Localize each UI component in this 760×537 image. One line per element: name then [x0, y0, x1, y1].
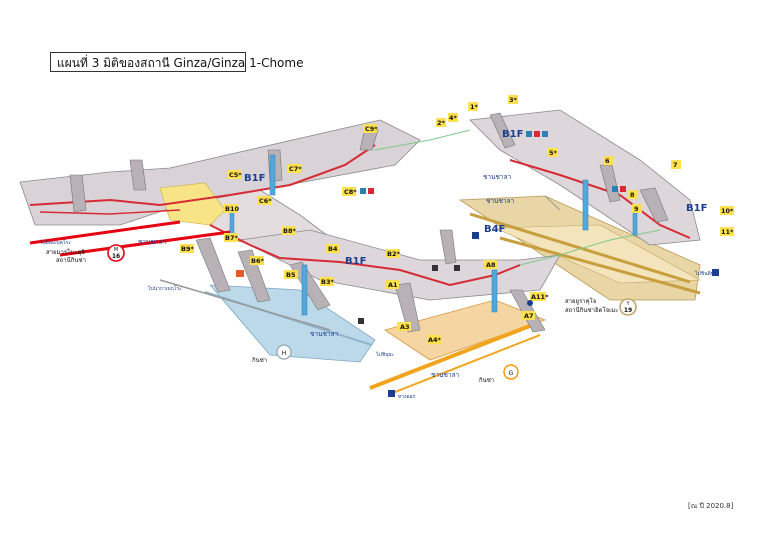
toilet-icon: [620, 186, 626, 192]
platform-yurakucho-2: ชานชาลา: [486, 197, 515, 205]
elevator-icon: [454, 265, 460, 271]
direction-ikebukuro: ไปอิเคะบุคุโระ: [39, 239, 71, 246]
elevators: [229, 154, 638, 316]
exit-c6: C6*: [259, 197, 272, 205]
exit-4: 4*: [449, 114, 458, 122]
line-badge-h09: H: [276, 344, 292, 360]
shop-icon: [236, 270, 244, 277]
ginza-line-level: [369, 299, 547, 395]
exit-a4: A4*: [428, 336, 442, 344]
phone-icon: [432, 265, 438, 271]
line-badge-y19: Y 19: [619, 298, 637, 316]
floor-b1f-right: B1F: [686, 203, 707, 214]
line-badge-g09: G: [503, 364, 519, 380]
exit-b3: B3*: [321, 278, 334, 286]
exit-5: 5*: [549, 149, 558, 157]
hibiya-station-name: กินซ่า: [252, 357, 268, 364]
line-names: สายยูราคุโจ สถานีกินซ่าอิตโจเมะ สายมารุโ…: [46, 248, 618, 384]
exit-c8: C8*: [344, 188, 357, 196]
exit-labels: C9* C8* C7* C6* C5* B10 B9* B8* B7* B6* …: [180, 95, 734, 344]
floor-b4f: B4F: [484, 224, 505, 235]
exit-1: 1*: [470, 103, 479, 111]
direction-shinkiba: ไปชินคิบะ: [694, 270, 717, 277]
direction-labels: ไปอิเคะบุคุโระ ไปนากาเมกุโระ ไปชิบุยะ ไป…: [39, 239, 717, 400]
exit-7: 7: [673, 161, 678, 169]
exit-2: 2*: [437, 119, 446, 127]
floor-b1f-center: B1F: [345, 256, 366, 267]
platform-labels: ชานชาลา ชานชาลา ชานชาลา ชานชาลา ชานชาลา: [138, 173, 515, 379]
platform-yurakucho: ชานชาลา: [483, 173, 512, 181]
exit-10: 10*: [721, 207, 734, 215]
exit-b10: B10: [225, 205, 239, 213]
gate-label: ทางออก: [398, 394, 416, 400]
svg-text:Y: Y: [625, 301, 630, 307]
ginza-station-name: กินซ่า: [479, 377, 495, 384]
direction-markers: [388, 232, 719, 397]
toilet-icon: [360, 188, 366, 194]
exit-c9: C9*: [365, 125, 378, 133]
map-footnote: [ณ ปี 2020.8]: [688, 502, 734, 510]
exit-b6: B6*: [251, 257, 264, 265]
exit-b2: B2*: [387, 250, 400, 258]
svg-text:19: 19: [624, 307, 632, 314]
exit-b5: B5: [286, 271, 296, 279]
b1f-concourse: [19, 109, 701, 301]
line-badge-m16: M 16: [107, 244, 125, 262]
exit-a11: A11*: [531, 293, 549, 301]
exit-c7: C7*: [289, 165, 302, 173]
exit-3: 3*: [509, 96, 518, 104]
yurakucho-platform-level: [458, 195, 702, 301]
exit-b4: B4: [328, 245, 338, 253]
floor-b1f-top: B1F: [502, 129, 523, 140]
svg-text:G: G: [509, 370, 514, 377]
exit-a1: A1: [388, 281, 398, 289]
toilet-icon: [612, 186, 618, 192]
accessible-icon: [542, 131, 548, 137]
marunouchi-line-name: สายมารุโนะอุจิ: [46, 248, 85, 256]
yurakucho-line-name: สายยูราคุโจ: [565, 297, 596, 305]
exit-c5: C5*: [229, 171, 242, 179]
facility-icons: [236, 131, 626, 324]
platform-ginza: ชานชาลา: [431, 371, 460, 379]
exit-11: 11*: [721, 228, 734, 236]
exit-b8: B8*: [283, 227, 296, 235]
marunouchi-station-name: สถานีกินซ่า: [56, 256, 86, 264]
floor-b1f-left: B1F: [244, 173, 265, 184]
exit-6: 6: [605, 157, 610, 165]
platform-marunouchi: ชานชาลา: [138, 238, 167, 246]
direction-shibuya: ไปชิบุยะ: [375, 351, 394, 358]
platform-hibiya: ชานชาลา: [310, 330, 339, 338]
hibiya-platform-level: [159, 279, 376, 363]
yurakucho-station-name: สถานีกินซ่าอิตโจเมะ: [565, 306, 618, 314]
svg-text:16: 16: [112, 253, 120, 260]
exit-8: 8: [630, 191, 635, 199]
exit-b9: B9*: [181, 245, 194, 253]
svg-text:H: H: [282, 350, 287, 357]
exit-9: 9: [634, 205, 639, 213]
svg-text:M: M: [114, 247, 118, 253]
map-title: แผนที่ 3 มิติของสถานี Ginza/Ginza 1-Chom…: [50, 52, 303, 72]
exit-a8: A8: [486, 261, 496, 269]
exit-a3: A3: [400, 323, 410, 331]
floor-labels: B1F B1F B1F B1F B4F: [244, 129, 707, 267]
toilet-icon: [534, 131, 540, 137]
toilet-icon: [358, 318, 364, 324]
exit-b7: B7*: [225, 234, 238, 242]
exit-a7: A7: [524, 312, 534, 320]
direction-nakameguro: ไปนากาเมกุโระ: [147, 285, 182, 292]
toilet-icon: [368, 188, 374, 194]
toilet-icon: [526, 131, 532, 137]
